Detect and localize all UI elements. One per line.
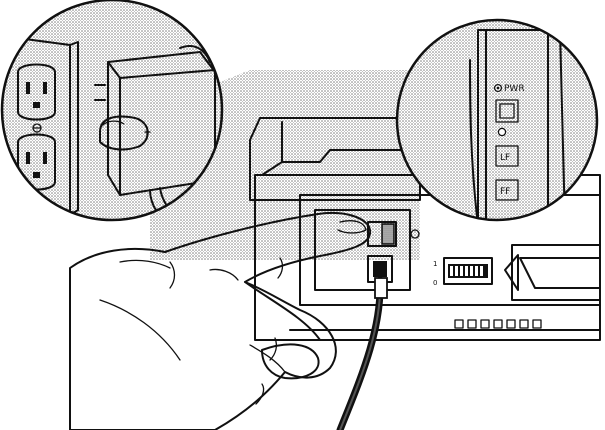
power-indicator: PWR <box>493 83 525 94</box>
svg-text:0: 0 <box>433 279 437 287</box>
pwr-label: PWR <box>504 84 525 94</box>
status-lamp-icon <box>497 127 507 137</box>
power-switch[interactable] <box>367 221 397 247</box>
interface-connector <box>504 244 601 301</box>
svg-text:1: 1 <box>433 260 437 268</box>
lf-label: LF <box>500 153 510 163</box>
mode-button[interactable] <box>495 99 519 123</box>
hand <box>69 212 372 430</box>
ff-button[interactable]: FF <box>495 179 519 201</box>
vent-slots <box>454 319 542 329</box>
dip-switch-bank: 1 0 <box>433 257 493 287</box>
panel-callout: PWR LF FF <box>395 18 599 222</box>
outlet-callout <box>0 0 224 222</box>
ff-label: FF <box>500 187 510 197</box>
wall-outlet-upper <box>17 63 56 121</box>
lf-button[interactable]: LF <box>495 145 519 167</box>
power-cable <box>336 276 384 430</box>
